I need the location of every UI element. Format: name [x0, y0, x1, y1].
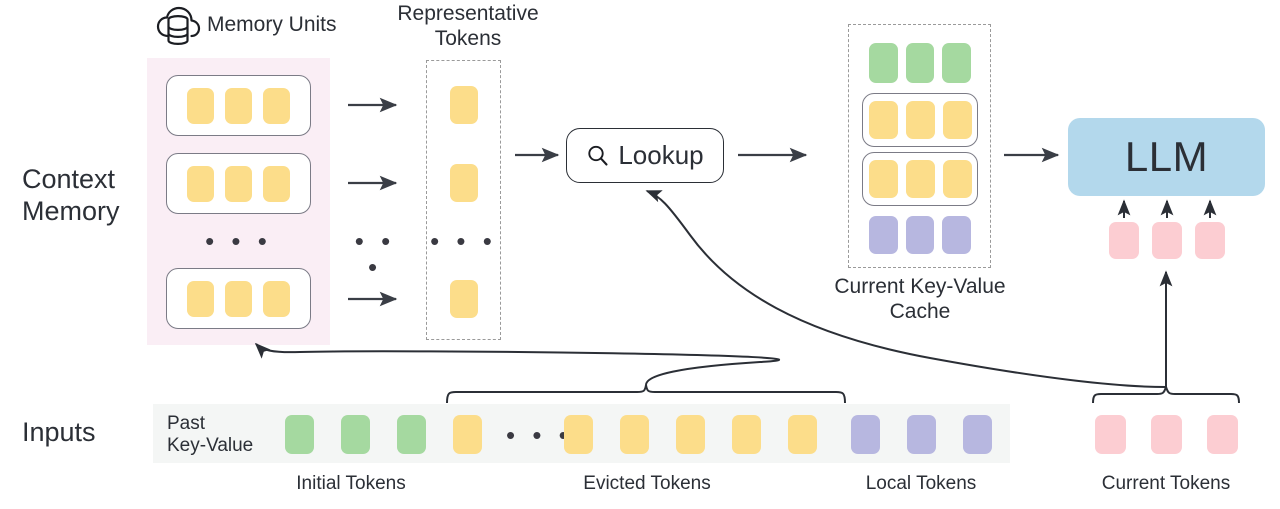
memory-token: [187, 165, 214, 202]
kv-token: [942, 101, 972, 139]
search-icon: [586, 144, 610, 168]
memory-token: [263, 165, 290, 202]
header-memory-units: Memory Units: [207, 13, 337, 36]
brace-current-tokens: [1092, 383, 1240, 404]
kv-token: [868, 101, 898, 139]
representative-token-1: [450, 86, 478, 124]
input-token-evicted-3: [620, 415, 649, 454]
kv-token: [942, 216, 972, 254]
input-token-evicted-2: [564, 415, 593, 454]
llm-label: LLM: [1124, 133, 1209, 180]
memory-token: [225, 165, 252, 202]
row-label-inputs: Inputs: [22, 417, 96, 447]
kv-token: [942, 160, 972, 198]
memory-token: [263, 280, 290, 317]
brace-evicted-tokens: [446, 384, 846, 404]
lookup-label: Lookup: [618, 140, 704, 170]
kv-token: [905, 43, 935, 83]
representative-token-n: [450, 280, 478, 318]
llm-box[interactable]: LLM: [1068, 118, 1265, 196]
evicted-tokens-ellipsis: • • •: [506, 420, 573, 450]
kv-token: [942, 43, 972, 83]
kv-row-retrieved-unit-1: [862, 93, 978, 147]
kv-token: [868, 160, 898, 198]
kv-row-retrieved-unit-2: [862, 152, 978, 206]
header-current-kv-cache: Current Key-Value Cache: [834, 275, 1006, 323]
memory-map-ellipsis: • • •: [354, 226, 396, 282]
row-label-context-memory: Context Memory: [22, 164, 120, 226]
caption-evicted-tokens: Evicted Tokens: [583, 473, 711, 494]
input-token-local-3: [963, 415, 992, 454]
memory-unit-2[interactable]: [166, 153, 311, 214]
kv-token: [905, 160, 935, 198]
input-token-evicted-5: [732, 415, 761, 454]
llm-input-token-3: [1195, 222, 1225, 259]
input-token-current-3: [1207, 415, 1238, 454]
input-token-evicted-4: [676, 415, 705, 454]
header-representative-tokens: Representative Tokens: [397, 2, 539, 50]
memory-token: [263, 87, 290, 124]
memory-token: [225, 280, 252, 317]
input-token-current-2: [1151, 415, 1182, 454]
input-token-local-1: [851, 415, 880, 454]
input-token-evicted-1: [453, 415, 482, 454]
llm-input-token-2: [1152, 222, 1182, 259]
caption-local-tokens: Local Tokens: [865, 473, 977, 494]
input-token-local-2: [907, 415, 936, 454]
representative-tokens-box: [426, 60, 501, 340]
memory-unit-n[interactable]: [166, 268, 311, 329]
caption-current-tokens: Current Tokens: [1101, 473, 1231, 494]
input-token-evicted-6: [788, 415, 817, 454]
representative-tokens-ellipsis: • • •: [430, 226, 497, 256]
memory-unit-1[interactable]: [166, 75, 311, 136]
input-token-initial-3: [397, 415, 426, 454]
memory-units-ellipsis: • • •: [205, 226, 272, 256]
kv-row-initial-tokens: [869, 43, 972, 83]
memory-token: [187, 87, 214, 124]
past-key-value-label: Past Key-Value: [167, 413, 254, 457]
kv-token: [869, 216, 898, 254]
input-token-current-1: [1095, 415, 1126, 454]
kv-token: [869, 43, 898, 83]
cloud-database-icon: [155, 5, 201, 47]
kv-token: [905, 216, 935, 254]
llm-input-token-1: [1109, 222, 1139, 259]
connector-evicted-to-context-memory: [254, 342, 781, 386]
kv-row-local-tokens: [869, 216, 972, 254]
input-token-initial-1: [285, 415, 314, 454]
input-token-initial-2: [341, 415, 370, 454]
memory-token: [187, 280, 214, 317]
lookup-button[interactable]: Lookup: [566, 128, 724, 183]
kv-token: [905, 101, 935, 139]
memory-token: [225, 87, 252, 124]
representative-token-2: [450, 164, 478, 202]
caption-initial-tokens: Initial Tokens: [296, 473, 406, 494]
